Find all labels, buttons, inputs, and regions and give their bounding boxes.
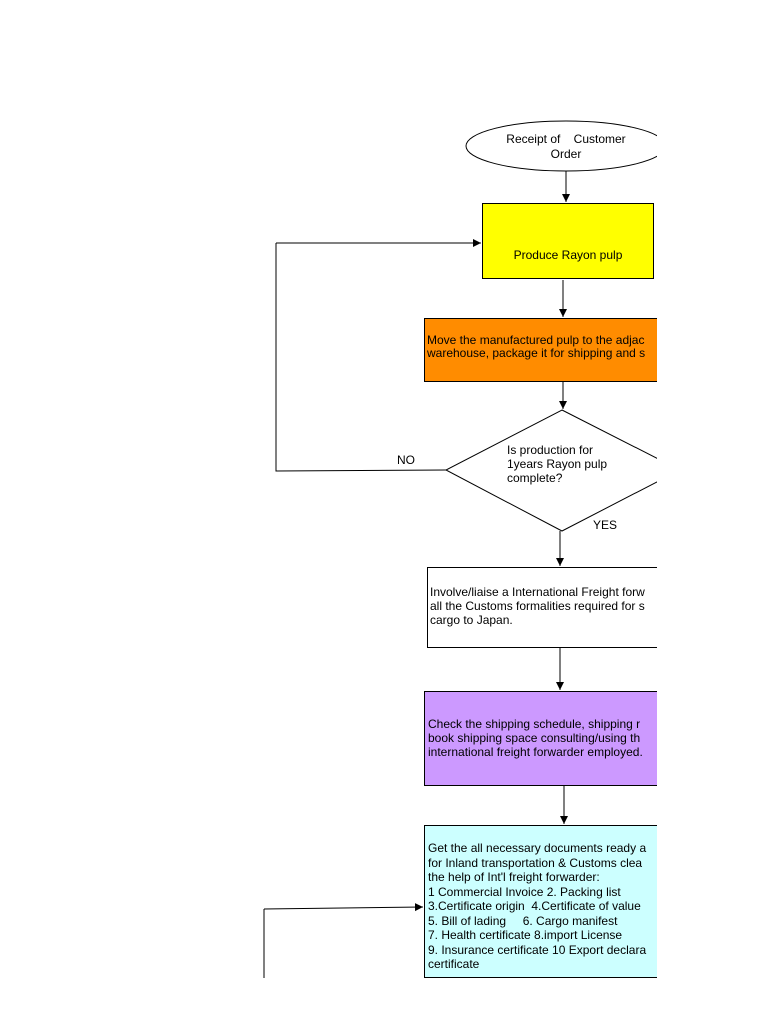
- no-loop-connector: [275, 243, 447, 472]
- move-box: Move the manufactured pulp to the adjac …: [424, 318, 657, 382]
- produce-label: Produce Rayon pulp: [513, 248, 623, 262]
- flowchart-canvas: Receipt of Customer Order Produce Rayon …: [263, 120, 657, 978]
- return-connector-arrow: [263, 903, 424, 912]
- involve-box: Involve/liaise a International Freight f…: [427, 567, 657, 648]
- decision-diamond: [444, 409, 657, 532]
- produce-box: Produce Rayon pulp: [482, 203, 654, 279]
- yes-label: YES: [593, 518, 618, 532]
- no-label: NO: [397, 453, 415, 467]
- check-box: Check the shipping schedule, shipping r …: [424, 691, 657, 786]
- documents-box: Get the all necessary documents ready a …: [424, 825, 657, 978]
- decision-label: Is production for 1years Rayon pulp comp…: [507, 443, 608, 485]
- connector-layer: [263, 120, 657, 978]
- start-label: Receipt of Customer Order: [506, 132, 626, 161]
